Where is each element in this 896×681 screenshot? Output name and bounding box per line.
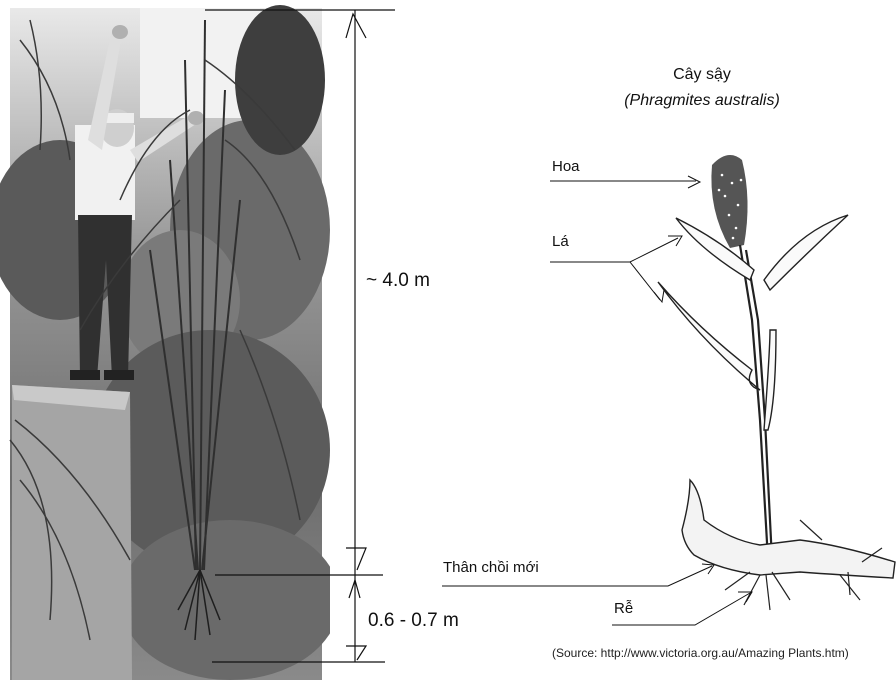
root-label: Rễ <box>614 600 633 617</box>
leaf-label: Lá <box>552 233 569 250</box>
source-citation: (Source: http://www.victoria.org.au/Amaz… <box>552 646 849 660</box>
flower-label: Hoa <box>552 158 580 175</box>
new-shoot-label: Thân chồi mới <box>443 559 539 576</box>
leaf-pointer <box>550 238 678 262</box>
